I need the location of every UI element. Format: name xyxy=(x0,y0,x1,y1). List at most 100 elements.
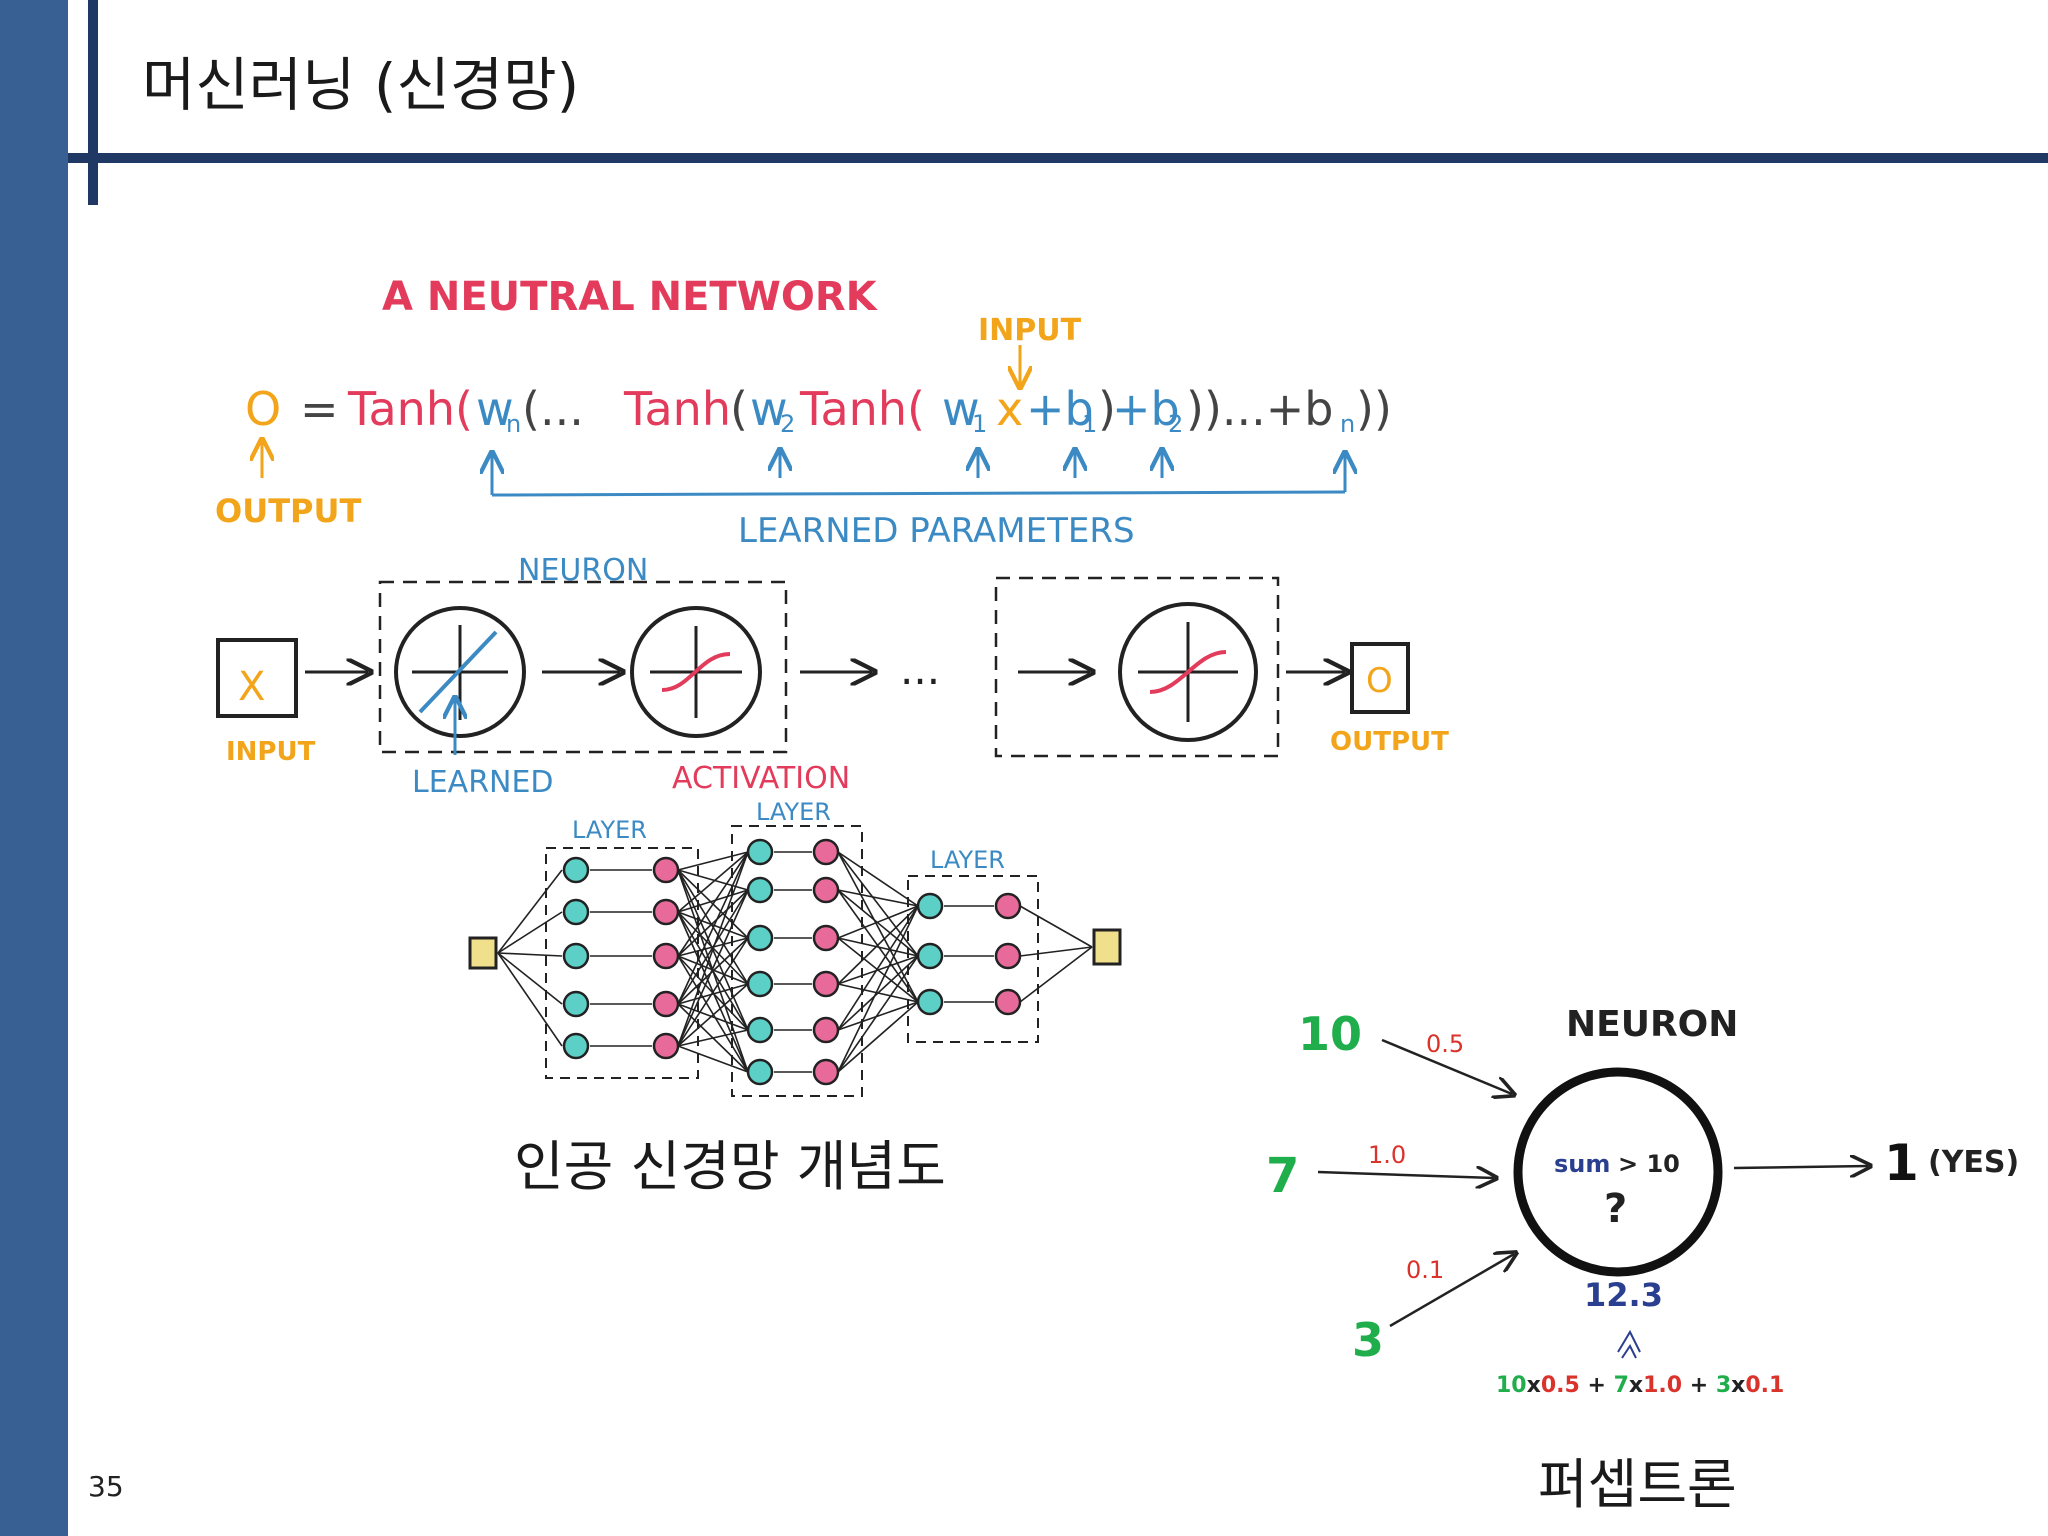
formula-part: x xyxy=(1629,1373,1643,1398)
network-node xyxy=(812,1016,840,1044)
formula-w-2-sub: 2 xyxy=(780,410,795,438)
output-connection xyxy=(1019,946,1093,1003)
dense-connection xyxy=(677,851,749,1005)
input-connection xyxy=(497,869,563,954)
network-node xyxy=(994,942,1022,970)
network-node xyxy=(652,898,680,926)
caption-perceptron: 퍼셉트론 xyxy=(1538,1453,1737,1516)
network-node xyxy=(812,838,840,866)
dense-connection xyxy=(677,983,749,1005)
dense-connection xyxy=(837,955,919,985)
network-node xyxy=(562,942,590,970)
input-connection xyxy=(497,952,563,1047)
dense-connection xyxy=(677,851,749,913)
dense-connection xyxy=(677,889,749,913)
sum-pointer-icon xyxy=(1617,1329,1641,1359)
layer-label-1: LAYER xyxy=(572,816,647,844)
formula-output-o: O xyxy=(245,382,281,436)
network-node xyxy=(812,876,840,904)
linear-neuron xyxy=(394,606,526,738)
dense-connection xyxy=(837,851,919,957)
edge-input-3 xyxy=(1389,1254,1514,1328)
network-node xyxy=(916,942,944,970)
sum-formula: 10x0.5 + 7x1.0 + 3x0.1 xyxy=(1496,1373,1784,1398)
formula-part: 3 xyxy=(1716,1373,1731,1398)
linear-neuron-weight-line xyxy=(418,630,498,714)
network-node xyxy=(562,856,590,884)
title-accent-bar xyxy=(88,0,98,205)
output-value: 1 xyxy=(1884,1134,1919,1192)
input-connection xyxy=(497,952,563,957)
network-nodes xyxy=(562,838,1022,1086)
last-neuron-dashed-box xyxy=(994,576,1280,758)
activation-neuron xyxy=(630,606,762,738)
formula-part: 0.5 xyxy=(1541,1373,1580,1398)
dense-connection xyxy=(677,937,749,1047)
dense-connection xyxy=(677,1029,749,1047)
slide-title: 머신러닝 (신경망) xyxy=(142,51,580,119)
network-node xyxy=(812,970,840,998)
network-node xyxy=(562,1032,590,1060)
formula-equals: = xyxy=(300,382,339,436)
input-connection xyxy=(497,952,563,1005)
dense-connection xyxy=(837,889,919,957)
formula-x: x xyxy=(996,382,1023,436)
dense-connection xyxy=(677,851,749,957)
formula-paren-1: ( xyxy=(730,382,748,436)
input-x-box xyxy=(216,638,298,718)
dense-connection xyxy=(837,905,919,985)
dense-connection xyxy=(677,911,749,939)
formula-closing: ))...+b xyxy=(1186,382,1334,436)
formula-w-n-sub: n xyxy=(506,410,521,438)
input-value-2: 7 xyxy=(1266,1148,1299,1204)
layer-output-square xyxy=(1092,928,1122,966)
network-node xyxy=(916,892,944,920)
network-node xyxy=(652,1032,680,1060)
input-value-1: 10 xyxy=(1298,1007,1362,1061)
dense-connection xyxy=(677,889,749,1047)
formula-bn-sub: n xyxy=(1340,410,1355,438)
threshold: > 10 xyxy=(1618,1150,1680,1178)
formula-output-label: OUTPUT xyxy=(215,492,361,530)
formula-w-2: w xyxy=(750,382,788,436)
learned-parameters-label: LEARNED PARAMETERS xyxy=(738,511,1135,551)
weight-value-1: 0.5 xyxy=(1426,1030,1464,1058)
slide-sidebar xyxy=(0,0,68,1536)
formula-w-1-sub: 1 xyxy=(972,410,987,438)
network-ellipsis: ... xyxy=(900,645,940,694)
dense-connection xyxy=(837,955,919,1031)
neuron-dashed-box xyxy=(378,580,788,754)
formula-part: 0.1 xyxy=(1745,1373,1784,1398)
dense-connection xyxy=(677,983,749,1047)
dense-connection xyxy=(677,937,749,1005)
perceptron-diagram: 10 0.5 7 1.0 3 0.1 NEURON sum > 10 ? 12.… xyxy=(1266,1004,2019,1398)
formula-plus-b2: +b xyxy=(1112,382,1180,436)
layer-box-2 xyxy=(731,825,863,1097)
dense-connection xyxy=(837,905,919,1031)
dense-connection xyxy=(837,905,919,939)
last-neuron-curve xyxy=(1149,650,1227,694)
input-label: INPUT xyxy=(226,737,316,767)
formula-w-1: w xyxy=(942,382,980,436)
network-connections xyxy=(497,851,1093,1073)
formula-part: + xyxy=(1580,1373,1614,1398)
parameters-bracket xyxy=(491,490,1346,497)
dense-connection xyxy=(837,851,919,1003)
formula: O = Tanh( w n (... Tanh ( w 2 Tanh( w 1 … xyxy=(245,382,1392,438)
dense-connection xyxy=(837,889,919,907)
formula-part: 1.0 xyxy=(1643,1373,1682,1398)
dense-connection xyxy=(837,1001,919,1031)
network-node xyxy=(746,924,774,952)
output-label: OUTPUT xyxy=(1330,727,1449,757)
formula-b1-sub: 1 xyxy=(1082,410,1097,438)
neuron-title: NEURON xyxy=(1566,1004,1738,1045)
perceptron-neuron xyxy=(1513,1067,1723,1277)
formula-input-label: INPUT xyxy=(978,313,1082,348)
learned-label: LEARNED xyxy=(412,765,554,800)
edge-input-1 xyxy=(1381,1038,1512,1094)
activation-curve xyxy=(661,652,731,692)
network-node xyxy=(652,942,680,970)
output-connection xyxy=(1019,946,1093,957)
network-node xyxy=(562,898,590,926)
